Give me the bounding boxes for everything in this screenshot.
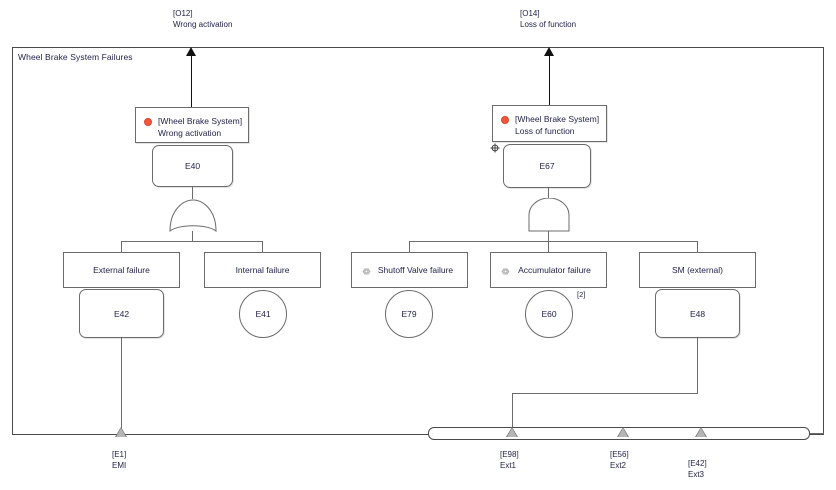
gate-box-e67[interactable]: E67 bbox=[503, 144, 591, 188]
connector-e48-to-ext1 bbox=[512, 393, 513, 434]
event-box-sm-external[interactable]: SM (external) bbox=[639, 252, 756, 288]
connector-and-gate-bus bbox=[409, 241, 697, 242]
external-trigger-e56-label: [E56] Ext2 bbox=[610, 450, 629, 471]
event-box-e48-label: E48 bbox=[689, 308, 706, 319]
basic-event-e60[interactable]: E60 bbox=[525, 290, 573, 338]
frame-title: Wheel Brake System Failures bbox=[18, 52, 133, 62]
external-trigger-e56-id: [E56] bbox=[610, 450, 629, 459]
and-gate-e67[interactable] bbox=[525, 198, 573, 234]
top-event-loss-of-function[interactable]: [Wheel Brake System] Loss of function bbox=[492, 105, 607, 142]
connector-busbar-to-frame bbox=[810, 433, 824, 434]
external-trigger-e98-icon[interactable] bbox=[507, 428, 517, 437]
event-box-external-failure[interactable]: External failure bbox=[63, 252, 180, 288]
crosshair-icon[interactable] bbox=[490, 143, 500, 153]
basic-event-e79-label: E79 bbox=[401, 309, 417, 319]
gate-box-e67-label: E67 bbox=[539, 161, 555, 171]
system-boundary-frame bbox=[12, 47, 824, 435]
component-icon bbox=[501, 268, 510, 275]
event-box-accumulator-failure-label: Accumulator failure bbox=[518, 265, 591, 275]
event-box-e42-label: E42 bbox=[113, 308, 130, 319]
arrowhead-o12 bbox=[186, 47, 196, 56]
component-icon bbox=[362, 268, 371, 275]
connector-e67-to-and-gate bbox=[548, 188, 549, 199]
connector-and-gate-out bbox=[548, 231, 549, 241]
connector-to-internal-failure bbox=[262, 241, 263, 252]
output-port-O12-name: Wrong activation bbox=[173, 20, 233, 29]
external-trigger-e98-id: [E98] bbox=[500, 450, 519, 459]
connector-to-sm-external bbox=[697, 241, 698, 252]
top-event-loss-of-function-name: Loss of function bbox=[515, 126, 575, 136]
external-trigger-e42-label: [E42] Ext3 bbox=[688, 459, 707, 480]
event-box-shutoff-valve-failure[interactable]: Shutoff Valve failure bbox=[351, 252, 468, 288]
top-event-loss-of-function-qualifier: [Wheel Brake System] bbox=[515, 114, 600, 124]
output-port-O14[interactable]: [O14] Loss of function bbox=[520, 8, 576, 30]
basic-event-e41[interactable]: E41 bbox=[239, 290, 287, 338]
connector-e40-to-or-gate bbox=[192, 187, 193, 199]
event-box-sm-external-label: SM (external) bbox=[671, 265, 723, 275]
basic-event-e60-label: E60 bbox=[541, 309, 557, 319]
external-trigger-e42-id: [E42] bbox=[688, 459, 707, 468]
basic-event-e79[interactable]: E79 bbox=[385, 290, 433, 338]
connector-e48-left bbox=[512, 393, 698, 394]
external-trigger-e56-name: Ext2 bbox=[610, 460, 627, 470]
connector-top-o12 bbox=[191, 56, 192, 108]
external-trigger-e98-label: [E98] Ext1 bbox=[500, 450, 519, 471]
connector-or-gate-bus bbox=[121, 241, 263, 242]
output-port-O12[interactable]: [O12] Wrong activation bbox=[173, 8, 232, 30]
event-box-internal-failure[interactable]: Internal failure bbox=[204, 252, 321, 288]
gate-box-e40-label: E40 bbox=[184, 161, 201, 171]
event-box-shutoff-valve-failure-label: Shutoff Valve failure bbox=[377, 265, 454, 275]
basic-event-e41-label: E41 bbox=[255, 309, 271, 319]
top-event-wrong-activation-name: Wrong activation bbox=[158, 128, 222, 138]
external-trigger-e42-name: Ext3 bbox=[688, 469, 705, 479]
external-trigger-e98-name: Ext1 bbox=[500, 460, 517, 470]
connector-e48-down bbox=[697, 338, 698, 393]
output-port-O12-id: [O12] bbox=[173, 9, 193, 18]
external-trigger-e1-label: [E1] EMI bbox=[112, 450, 126, 471]
event-box-e48[interactable]: E48 bbox=[655, 289, 740, 338]
top-event-wrong-activation[interactable]: [Wheel Brake System] Wrong activation bbox=[135, 107, 249, 143]
connector-to-accumulator bbox=[548, 241, 549, 252]
connector-to-external-failure bbox=[121, 241, 122, 252]
external-trigger-e1-icon[interactable] bbox=[116, 428, 126, 437]
external-trigger-e42-icon[interactable] bbox=[696, 428, 706, 437]
connector-or-gate-out bbox=[192, 231, 193, 241]
multiplicity-tag-e60: [2] bbox=[577, 290, 586, 299]
top-event-wrong-activation-qualifier: [Wheel Brake System] bbox=[158, 116, 243, 126]
output-port-O14-name: Loss of function bbox=[520, 20, 577, 29]
external-trigger-e1-id: [E1] bbox=[112, 450, 127, 459]
connector-top-o14 bbox=[549, 56, 550, 108]
event-box-e42[interactable]: E42 bbox=[79, 289, 164, 338]
or-gate-e40[interactable] bbox=[167, 198, 219, 234]
connector-to-shutoff-valve bbox=[409, 241, 410, 252]
external-trigger-e56-icon[interactable] bbox=[618, 428, 628, 437]
arrowhead-o14 bbox=[544, 47, 554, 56]
red-dot-icon bbox=[144, 118, 152, 126]
gate-box-e40[interactable]: E40 bbox=[152, 145, 233, 187]
red-dot-icon bbox=[501, 116, 509, 124]
external-trigger-e1-name: EMI bbox=[112, 460, 127, 470]
event-box-external-failure-label: External failure bbox=[93, 265, 150, 275]
connector-e42-to-emi bbox=[121, 338, 122, 434]
output-port-O14-id: [O14] bbox=[520, 9, 540, 18]
event-box-accumulator-failure[interactable]: Accumulator failure bbox=[490, 252, 607, 288]
event-box-internal-failure-label: Internal failure bbox=[235, 265, 290, 275]
